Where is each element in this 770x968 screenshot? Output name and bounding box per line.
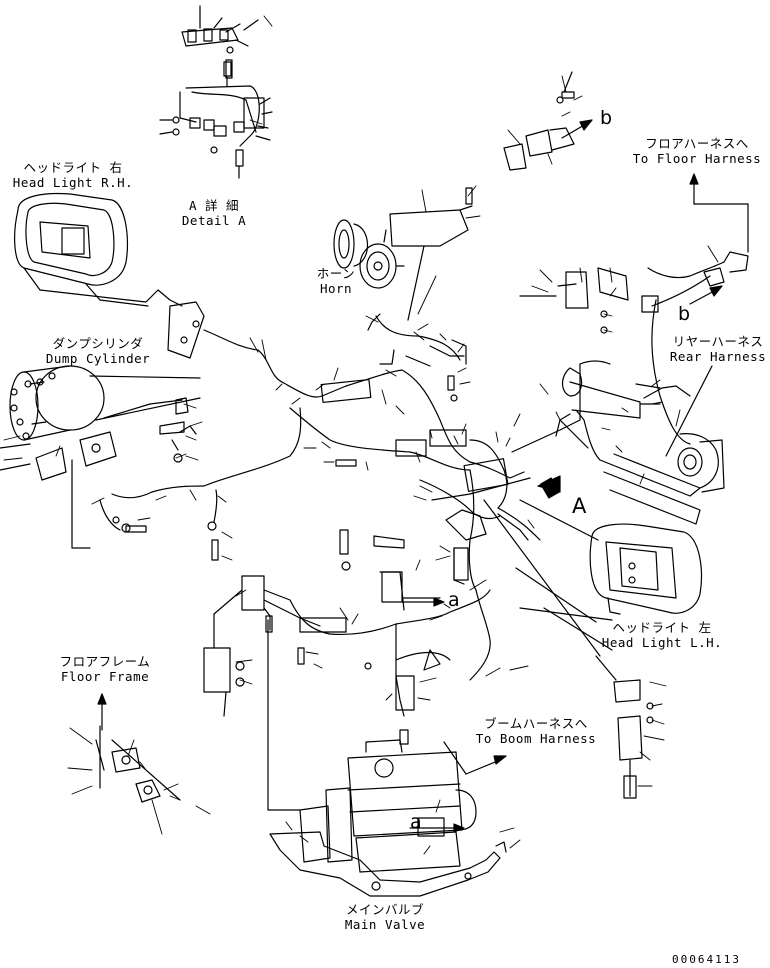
head-light-rh-jp: ヘッドライト 右 xyxy=(23,160,123,175)
to-floor-harness-label: フロアハーネスへ To Floor Harness xyxy=(624,136,770,166)
main-valve-part xyxy=(267,619,507,897)
detail-a-jp: A 詳 細 xyxy=(188,198,240,213)
head-light-rh-part xyxy=(14,192,205,359)
to-boom-harness-en: To Boom Harness xyxy=(475,731,597,746)
direction-arrows xyxy=(97,119,749,833)
rear-harness-jp: リヤーハーネス xyxy=(672,334,764,349)
horn-part xyxy=(333,187,473,321)
rear-harness-en: Rear Harness xyxy=(669,349,767,364)
head-light-lh-jp: ヘッドライト 左 xyxy=(612,620,712,635)
head-light-rh-en: Head Light R.H. xyxy=(12,175,134,190)
dump-cylinder-en: Dump Cylinder xyxy=(45,351,151,366)
to-floor-harness-jp: フロアハーネスへ xyxy=(645,136,749,151)
head-light-lh-label: ヘッドライト 左 Head Light L.H. xyxy=(592,620,732,650)
floor-frame-en: Floor Frame xyxy=(60,669,150,684)
leader-lines xyxy=(3,15,719,855)
main-harness-wires xyxy=(99,313,611,681)
floor-frame-jp: フロアフレーム xyxy=(59,654,151,669)
top-right-bracket xyxy=(503,71,575,171)
marker-a-center: a xyxy=(448,589,460,611)
marker-b-top: b xyxy=(600,107,613,129)
detail-a-en: Detail A xyxy=(181,213,247,228)
drawing-number: 00064113 xyxy=(672,953,741,966)
to-floor-harness-en: To Floor Harness xyxy=(632,151,762,166)
dump-cylinder-label: ダンプシリンダ Dump Cylinder xyxy=(36,336,160,366)
dump-cylinder-jp: ダンプシリンダ xyxy=(52,336,144,351)
marker-b-right: b xyxy=(678,303,691,325)
lower-left-harness xyxy=(95,571,491,803)
main-valve-en: Main Valve xyxy=(344,917,426,932)
detail-a-assembly xyxy=(159,5,273,179)
to-boom-harness-jp: ブームハーネスへ xyxy=(484,716,588,731)
head-light-lh-en: Head Light L.H. xyxy=(601,635,723,650)
detail-a-label: A 詳 細 Detail A xyxy=(176,198,252,228)
head-light-rh-label: ヘッドライト 右 Head Light R.H. xyxy=(0,160,146,190)
floor-frame-label: フロアフレーム Floor Frame xyxy=(54,654,156,684)
marker-detail-a: A xyxy=(572,494,587,518)
hardware-bolts xyxy=(112,59,458,687)
dump-cylinder-part xyxy=(0,365,201,549)
rear-harness-label: リヤーハーネス Rear Harness xyxy=(666,334,770,364)
horn-label: ホーン Horn xyxy=(308,266,364,296)
right-side-harness xyxy=(519,251,749,525)
horn-en: Horn xyxy=(319,281,353,296)
main-valve-label: メインバルブ Main Valve xyxy=(336,902,434,932)
head-light-lh-part xyxy=(589,523,703,615)
horn-jp: ホーン xyxy=(316,266,356,281)
to-boom-harness-label: ブームハーネスへ To Boom Harness xyxy=(466,716,606,746)
main-valve-jp: メインバルブ xyxy=(345,902,424,917)
marker-a-valve: a xyxy=(410,811,422,833)
